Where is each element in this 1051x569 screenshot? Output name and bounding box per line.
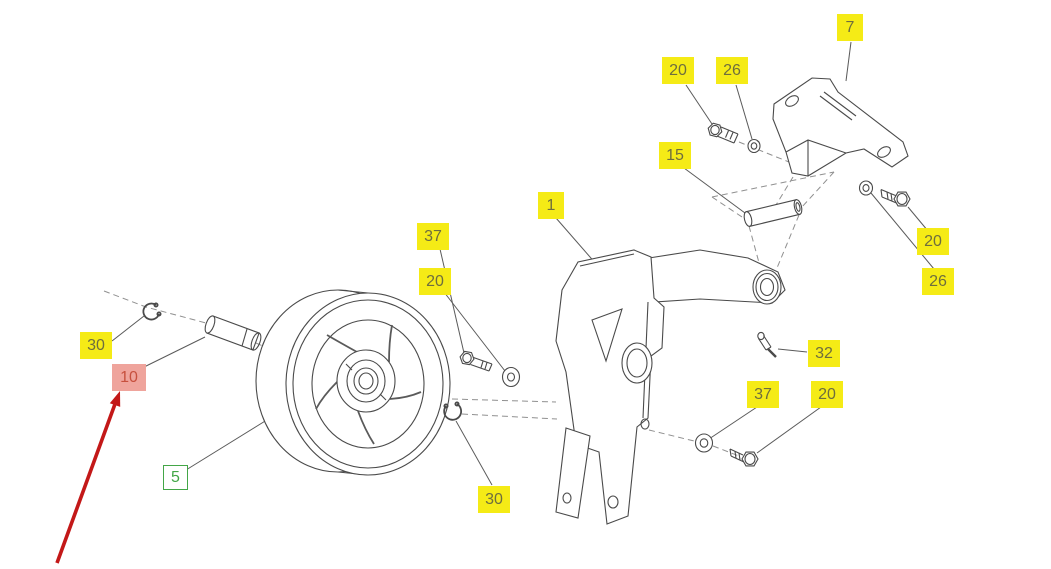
grease-fitting-part <box>757 331 777 358</box>
mount-bracket-part <box>772 77 909 177</box>
callout-30-left: 30 <box>80 332 112 359</box>
callout-32: 32 <box>808 340 840 367</box>
callout-15: 15 <box>659 142 691 169</box>
callout-30-lower: 30 <box>478 486 510 513</box>
bolt-right-part <box>880 188 911 207</box>
pointer-arrow <box>55 391 121 564</box>
pin-part <box>743 199 803 227</box>
callout-5-selected: 5 <box>163 465 188 490</box>
main-bracket-part <box>555 249 786 525</box>
circlip-lower-part <box>443 401 462 421</box>
callout-20-upper: 20 <box>662 57 694 84</box>
callout-20-left: 20 <box>419 268 451 295</box>
bolt-lower-part <box>729 448 759 467</box>
leader-lines <box>111 41 935 486</box>
washer-lower-part <box>694 433 714 453</box>
callout-7: 7 <box>837 14 863 41</box>
assembly-axis-lines <box>103 141 835 457</box>
bolt-upper-part <box>707 122 739 144</box>
axle-pin-part <box>204 315 262 351</box>
lock-washer-right-part <box>858 180 874 196</box>
callout-37-lower: 37 <box>747 381 779 408</box>
wheel-part <box>255 289 451 476</box>
circlip-left-part <box>142 302 162 321</box>
callout-1: 1 <box>538 192 564 219</box>
bolt-mid-part <box>459 350 493 372</box>
callout-26-upper: 26 <box>716 57 748 84</box>
callout-10-highlighted: 10 <box>112 364 146 391</box>
callout-20-lower: 20 <box>811 381 843 408</box>
callout-26-right: 26 <box>922 268 954 295</box>
callout-20-right: 20 <box>917 228 949 255</box>
callout-37-left: 37 <box>417 223 449 250</box>
washer-mid-part <box>501 366 521 388</box>
lock-washer-upper-part <box>747 138 761 154</box>
